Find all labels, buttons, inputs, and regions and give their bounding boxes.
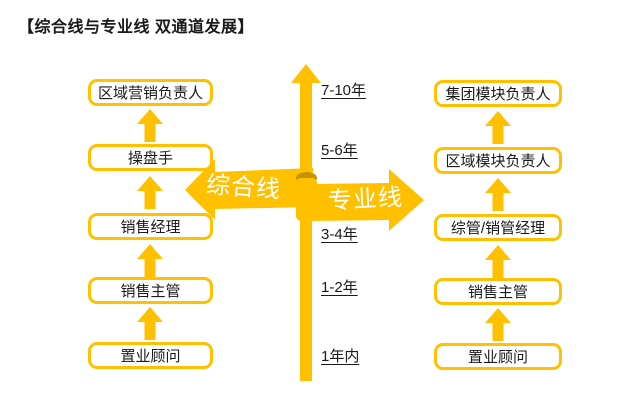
timeline-label-5-6y: 5-6年 — [321, 142, 358, 159]
right-level-box-admin-sales-manager: 综管/销管经理 — [434, 214, 562, 241]
comprehensive-ribbon-arrow — [185, 159, 313, 220]
timeline-label-3-4y: 3-4年 — [321, 226, 358, 243]
page-title: 【综合线与专业线 双通道发展】 — [18, 19, 254, 36]
right-level-box-group-module-head: 集团模块负责人 — [434, 80, 562, 107]
professional-line-label: 专业线 — [327, 184, 404, 215]
up-arrow-icon — [137, 176, 163, 209]
up-arrow-icon — [485, 111, 511, 144]
timeline-label-under-1y: 1年内 — [321, 348, 360, 365]
professional-ribbon-arrow — [308, 169, 424, 231]
up-arrow-icon — [137, 244, 163, 277]
up-arrow-icon — [485, 245, 511, 278]
timeline-label-1-2y: 1-2年 — [321, 279, 358, 296]
up-arrow-icon — [485, 308, 511, 341]
right-level-box-regional-module-head: 区域模块负责人 — [434, 147, 562, 174]
right-level-box-sales-supervisor: 销售主管 — [434, 278, 562, 305]
up-arrow-icon — [485, 178, 511, 211]
left-level-box-operator: 操盘手 — [88, 144, 213, 171]
left-level-box-property-consultant: 置业顾问 — [88, 342, 213, 369]
left-level-box-regional-marketing-head: 区域营销负责人 — [88, 79, 213, 106]
timeline-up-arrow — [291, 64, 321, 381]
comprehensive-line-label: 综合线 — [205, 171, 282, 204]
up-arrow-icon — [137, 109, 163, 142]
left-level-box-sales-manager: 销售经理 — [88, 213, 213, 240]
left-level-box-sales-supervisor: 销售主管 — [88, 277, 213, 304]
up-arrow-icon — [137, 307, 163, 340]
timeline-label-7-10y: 7-10年 — [321, 82, 367, 99]
right-level-box-property-consultant: 置业顾问 — [434, 343, 562, 370]
